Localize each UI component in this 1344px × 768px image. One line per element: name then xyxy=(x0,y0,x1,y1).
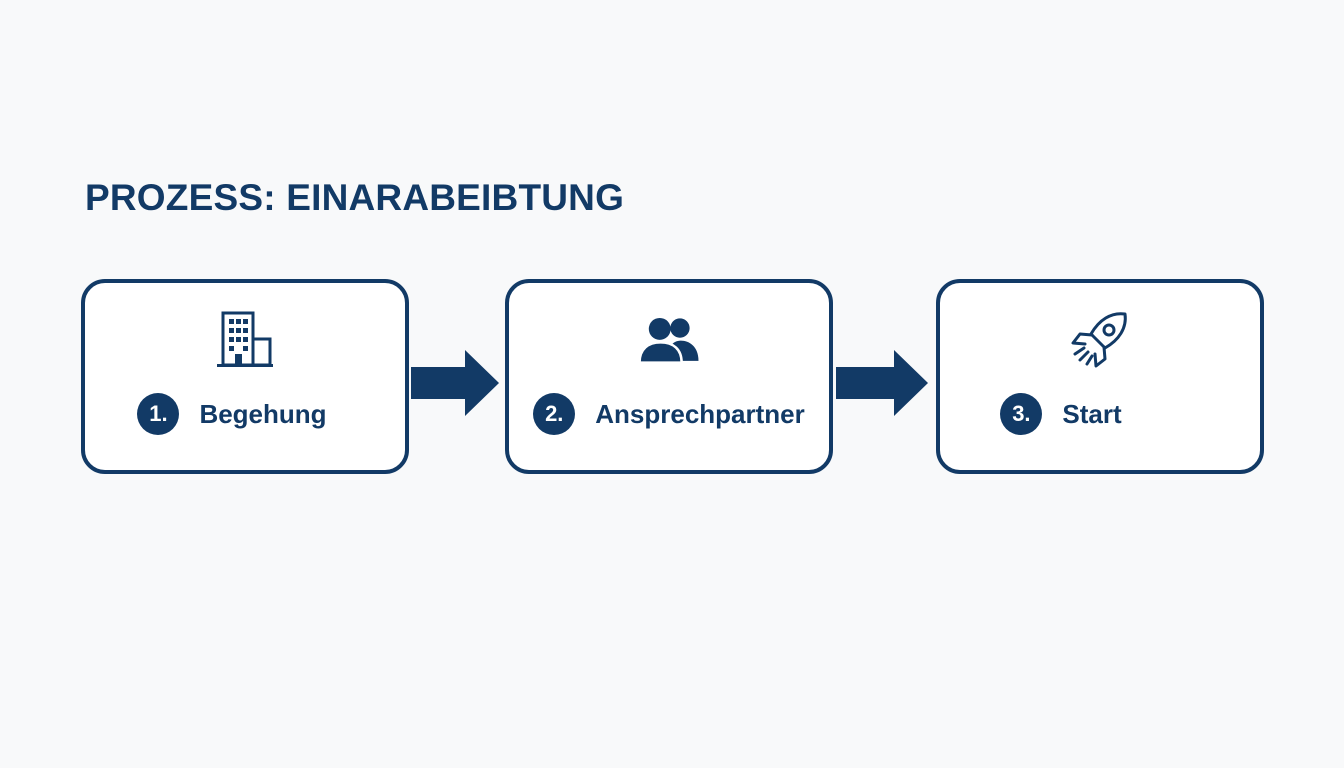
step-label-row: 1. Begehung xyxy=(85,392,405,436)
building-icon xyxy=(213,309,277,369)
people-icon xyxy=(637,309,701,369)
rocket-icon xyxy=(1068,309,1132,369)
step-label: Ansprechpartner xyxy=(595,398,805,429)
step-label: Start xyxy=(1062,398,1122,429)
step-label-row: 2. Ansprechpartner xyxy=(509,392,829,436)
step-number-badge: 2. xyxy=(533,393,576,435)
step-box-start: 3. Start xyxy=(936,279,1264,474)
step-box-ansprechpartner: 2. Ansprechpartner xyxy=(505,279,833,474)
step-number-badge: 3. xyxy=(1000,393,1043,435)
arrow-right-icon xyxy=(836,350,928,416)
arrow-right-icon xyxy=(411,350,499,416)
step-number-badge: 1. xyxy=(137,393,180,435)
step-label: Begehung xyxy=(199,398,327,429)
step-label-row: 3. Start xyxy=(940,392,1260,436)
step-box-begehung: 1. Begehung xyxy=(81,279,409,474)
diagram-title: PROZESS: EINARABEIBTUNG xyxy=(85,177,625,218)
